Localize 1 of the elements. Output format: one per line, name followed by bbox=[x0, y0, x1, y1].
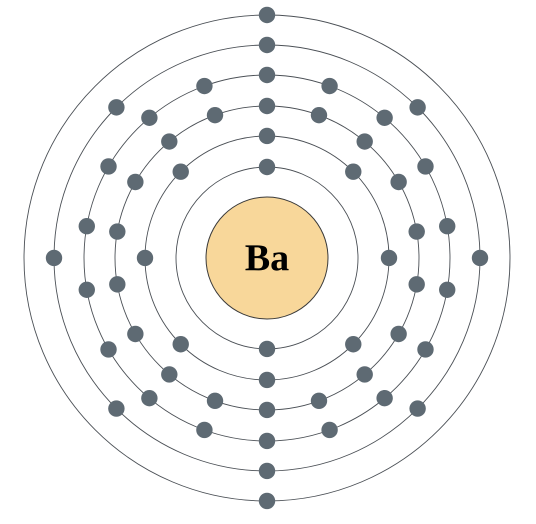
nucleus: Ba bbox=[206, 196, 328, 320]
